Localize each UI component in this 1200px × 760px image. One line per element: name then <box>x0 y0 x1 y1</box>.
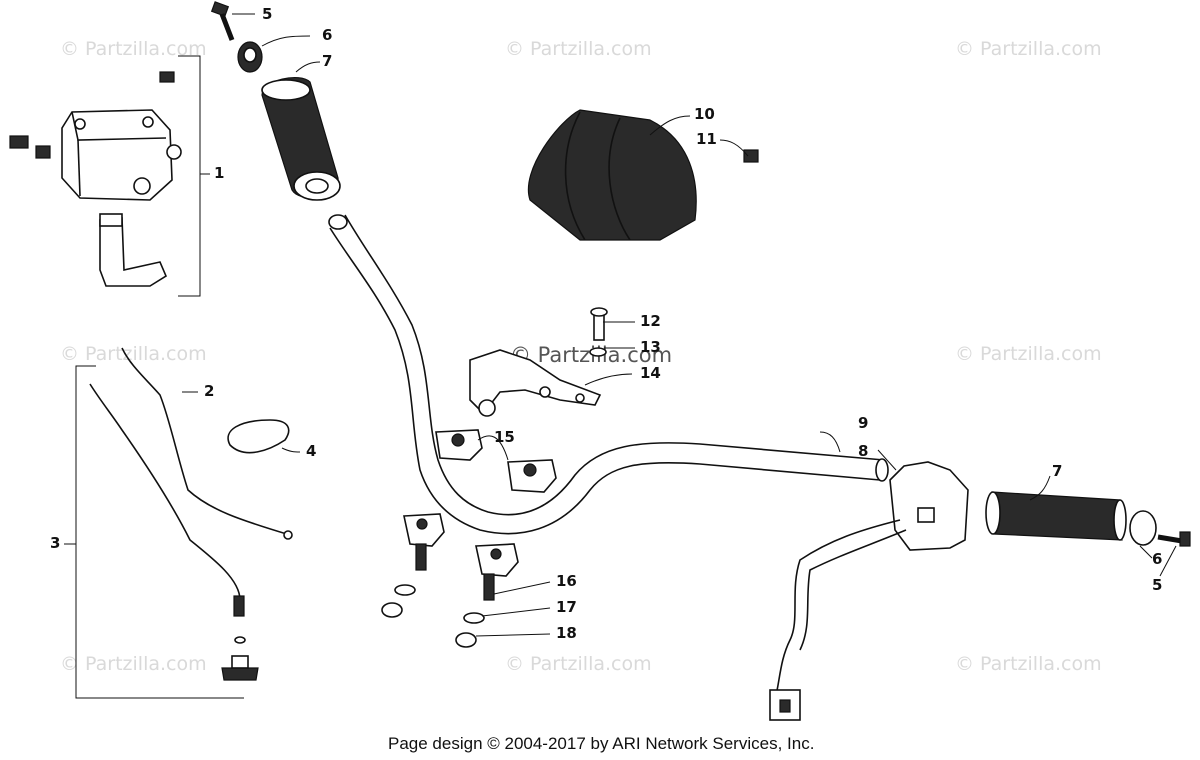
watermark: © Partzilla.com <box>955 38 1102 60</box>
part-riser-right[interactable] <box>455 543 519 648</box>
callout-9: 9 <box>858 414 868 432</box>
watermarks: © Partzilla.com © Partzilla.com © Partzi… <box>60 38 1102 675</box>
callout-5: 5 <box>262 5 272 23</box>
callout-4: 4 <box>306 442 316 460</box>
callout-15: 15 <box>494 428 515 446</box>
callout-7-right: 7 <box>1052 462 1062 480</box>
part-mount-bracket[interactable] <box>469 349 602 417</box>
watermark: © Partzilla.com <box>60 38 207 60</box>
callout-12: 12 <box>640 312 661 330</box>
callout-14: 14 <box>640 364 661 382</box>
callout-13: 13 <box>640 338 661 356</box>
callout-2: 2 <box>204 382 214 400</box>
part-handlebar[interactable] <box>328 214 889 535</box>
callout-17: 17 <box>556 598 577 616</box>
callout-5-right: 5 <box>1152 576 1162 594</box>
part-riser-left[interactable] <box>381 513 445 618</box>
leaders <box>182 13 1177 637</box>
part-strap[interactable] <box>227 419 290 454</box>
watermark: © Partzilla.com <box>955 653 1102 675</box>
callout-7: 7 <box>322 52 332 70</box>
part-handlebar-cover[interactable] <box>527 109 697 241</box>
part-switch-housing[interactable] <box>769 461 969 721</box>
part-grip-right[interactable] <box>985 491 1127 541</box>
callout-16: 16 <box>556 572 577 590</box>
callout-11: 11 <box>696 130 717 148</box>
callout-6-right: 6 <box>1152 550 1162 568</box>
watermark: © Partzilla.com <box>60 343 207 365</box>
watermark: © Partzilla.com <box>60 653 207 675</box>
part-cable-3[interactable] <box>89 383 259 681</box>
watermark: © Partzilla.com <box>955 343 1102 365</box>
callout-18: 18 <box>556 624 577 642</box>
part-end-cap-right[interactable] <box>1129 510 1157 546</box>
part-grip-top[interactable] <box>261 76 341 201</box>
page-footer: Page design © 2004-2017 by ARI Network S… <box>388 734 814 753</box>
part-screw-12[interactable] <box>589 307 608 357</box>
part-cable-2[interactable] <box>121 347 293 540</box>
callout-10: 10 <box>694 105 715 123</box>
part-upper-clamp[interactable] <box>435 429 557 493</box>
part-screw-top[interactable] <box>210 1 235 41</box>
bracket-3 <box>75 365 244 699</box>
part-throttle-assembly[interactable] <box>9 71 182 287</box>
callout-labels: 1 2 3 4 5 6 7 8 9 10 11 12 13 14 15 16 1… <box>50 5 1162 642</box>
part-end-cap-top[interactable] <box>237 41 263 73</box>
callout-3: 3 <box>50 534 60 552</box>
callout-1: 1 <box>214 164 224 182</box>
watermark: © Partzilla.com <box>505 38 652 60</box>
bracket-1 <box>178 55 201 297</box>
callout-6: 6 <box>322 26 332 44</box>
part-screw-right[interactable] <box>1157 531 1191 547</box>
watermark: © Partzilla.com <box>510 343 672 367</box>
part-screw-11[interactable] <box>743 149 759 163</box>
callout-8: 8 <box>858 442 868 460</box>
watermark: © Partzilla.com <box>505 653 652 675</box>
